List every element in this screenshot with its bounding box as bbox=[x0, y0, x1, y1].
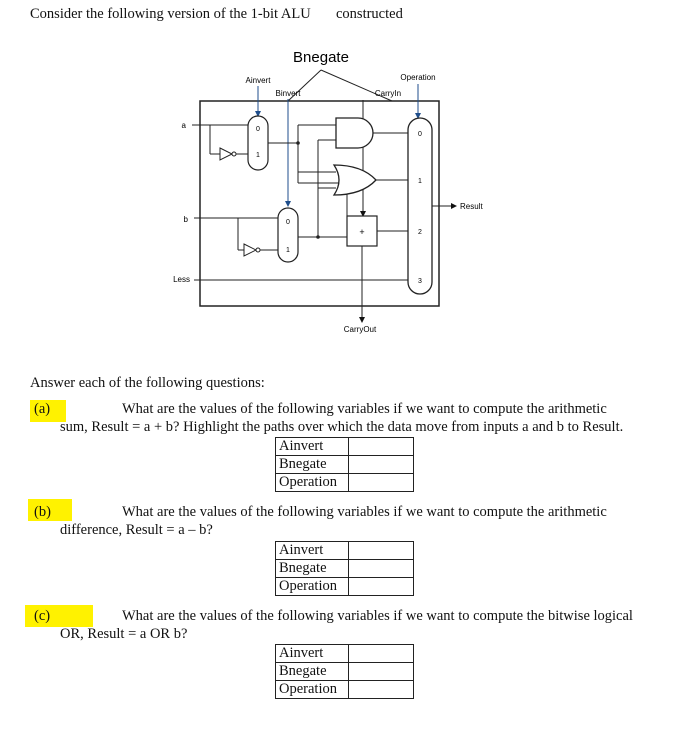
answer-cell[interactable] bbox=[348, 662, 414, 681]
answer-table-a: Ainvert Bnegate Operation bbox=[275, 437, 414, 492]
highlight-b bbox=[28, 499, 72, 521]
diagram-title: Bnegate bbox=[293, 49, 349, 66]
answer-table-c: Ainvert Bnegate Operation bbox=[275, 644, 414, 699]
highlight-a bbox=[30, 400, 66, 422]
question-a-line1: What are the values of the following var… bbox=[122, 401, 607, 417]
mux-a bbox=[247, 115, 269, 171]
bnegate-line-right bbox=[320, 69, 393, 102]
question-b-line2: difference, Result = a – b? bbox=[60, 522, 213, 538]
row-label: Bnegate bbox=[275, 455, 349, 474]
label-operation: Operation bbox=[400, 73, 435, 82]
or-gate bbox=[332, 164, 377, 196]
row-label: Bnegate bbox=[275, 559, 349, 578]
row-label: Ainvert bbox=[275, 541, 349, 560]
label-carryin: CarryIn bbox=[375, 89, 401, 98]
question-c-tag: (c) bbox=[34, 608, 51, 624]
question-c-line1: What are the values of the following var… bbox=[122, 608, 633, 624]
inverter-a-bubble bbox=[231, 151, 237, 157]
inverter-a bbox=[219, 147, 234, 161]
row-label: Ainvert bbox=[275, 644, 349, 663]
intro-suffix: constructed bbox=[336, 6, 403, 22]
row-label: Operation bbox=[275, 473, 349, 492]
label-less: Less bbox=[173, 275, 190, 284]
mux-result bbox=[407, 117, 433, 295]
adder-symbol: + bbox=[359, 227, 364, 237]
mux-result-input-0: 0 bbox=[418, 131, 422, 138]
mux-result-input-1: 1 bbox=[418, 178, 422, 185]
answer-cell[interactable] bbox=[348, 644, 414, 663]
row-label: Bnegate bbox=[275, 662, 349, 681]
row-label: Operation bbox=[275, 577, 349, 596]
label-ainvert: Ainvert bbox=[246, 76, 272, 85]
junction-a bbox=[296, 141, 300, 145]
answer-cell[interactable] bbox=[348, 437, 414, 456]
inverter-b bbox=[243, 243, 258, 257]
mux-a-input-1: 1 bbox=[256, 152, 260, 159]
adder bbox=[346, 215, 378, 247]
row-label: Ainvert bbox=[275, 437, 349, 456]
alu-outline bbox=[199, 100, 440, 307]
answer-prompt: Answer each of the following questions: bbox=[30, 375, 265, 391]
row-label: Operation bbox=[275, 680, 349, 699]
label-carryout: CarryOut bbox=[344, 325, 377, 334]
answer-cell[interactable] bbox=[348, 559, 414, 578]
junction-b bbox=[316, 235, 320, 239]
label-a: a bbox=[182, 121, 187, 130]
and-gate bbox=[335, 117, 374, 149]
answer-cell[interactable] bbox=[348, 455, 414, 474]
question-b-line1: What are the values of the following var… bbox=[122, 504, 607, 520]
question-a-tag: (a) bbox=[34, 401, 51, 417]
mux-b-input-1: 1 bbox=[286, 247, 290, 254]
mux-result-input-3: 3 bbox=[418, 278, 422, 285]
mux-b bbox=[277, 207, 299, 263]
intro-text: Consider the following version of the 1-… bbox=[30, 6, 311, 22]
alu-diagram: Bnegate Ainvert Binvert Operation CarryI… bbox=[173, 49, 483, 334]
question-a-line2: sum, Result = a + b? Highlight the paths… bbox=[60, 419, 624, 435]
mux-a-input-0: 0 bbox=[256, 126, 260, 133]
label-b: b bbox=[184, 215, 189, 224]
question-c-line2: OR, Result = a OR b? bbox=[60, 626, 188, 642]
bnegate-line-left bbox=[287, 69, 322, 102]
answer-cell[interactable] bbox=[348, 473, 414, 492]
highlight-c bbox=[25, 605, 93, 627]
mux-b-input-0: 0 bbox=[286, 219, 290, 226]
answer-cell[interactable] bbox=[348, 577, 414, 596]
mux-result-input-2: 2 bbox=[418, 229, 422, 236]
label-result: Result bbox=[460, 202, 483, 211]
answer-cell[interactable] bbox=[348, 541, 414, 560]
label-binvert: Binvert bbox=[276, 89, 302, 98]
answer-cell[interactable] bbox=[348, 680, 414, 699]
question-b-tag: (b) bbox=[34, 504, 51, 520]
inverter-b-bubble bbox=[255, 247, 261, 253]
answer-table-b: Ainvert Bnegate Operation bbox=[275, 541, 414, 596]
